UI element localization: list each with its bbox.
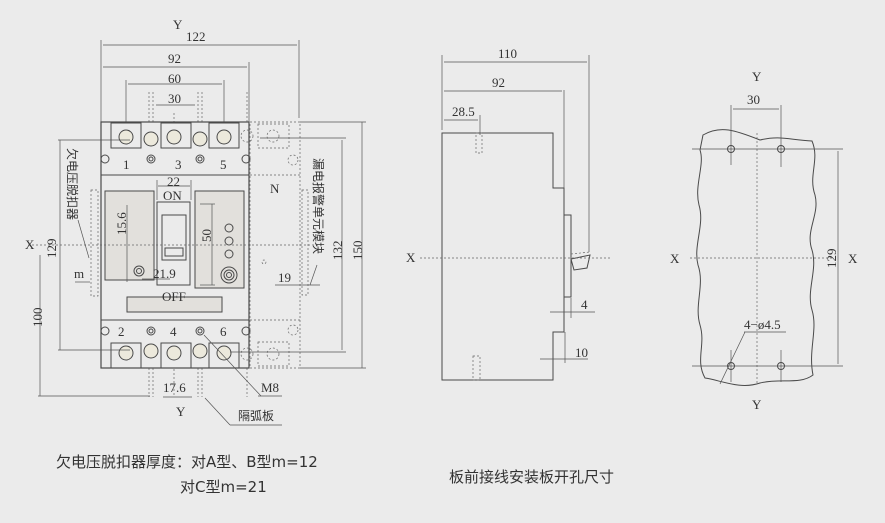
dim-19: 19	[278, 270, 291, 285]
dim-92-side: 92	[492, 75, 505, 90]
dim-60: 60	[168, 71, 181, 86]
terminal-label-5: 5	[220, 157, 227, 172]
axis-y-top-panel: Y	[752, 69, 762, 84]
terminal-label-4: 4	[170, 324, 177, 339]
label-n: N	[270, 181, 280, 196]
axis-y-top-front: Y	[173, 17, 183, 32]
terminal-label-6: 6	[220, 324, 227, 339]
label-m8: M8	[261, 380, 279, 395]
dim-110: 110	[498, 46, 517, 61]
label-leakage-alarm-module: 漏电报警单元模块	[311, 158, 326, 254]
bottom-terminals	[100, 326, 251, 369]
axis-y-bottom-panel: Y	[752, 397, 762, 412]
dim-92-front: 92	[168, 51, 181, 66]
dim-30-panel: 30	[747, 92, 760, 107]
dim-122: 122	[186, 29, 206, 44]
dim-28-5: 28.5	[452, 104, 475, 119]
label-arc-barrier: 隔弧板	[238, 409, 274, 423]
terminal-label-3: 3	[175, 157, 182, 172]
dim-30-front: 30	[168, 91, 181, 106]
panel-cutout-view: Y 30 X X 129 4−ø4.5 Y	[670, 69, 858, 412]
label-hole-spec: 4−ø4.5	[744, 317, 781, 332]
front-view: 1 3 5 22 ON OFF 15.6 50 21.9	[25, 17, 366, 426]
dim-129-front: 129	[44, 239, 59, 259]
axis-x-right-panel: X	[848, 251, 858, 266]
caption-panel-cutout: 板前接线安装板开孔尺寸	[449, 468, 614, 486]
mounting-hole	[777, 362, 785, 370]
label-off: OFF	[162, 289, 186, 304]
dim-4: 4	[581, 297, 588, 312]
dim-129-panel: 129	[824, 249, 839, 269]
dim-50: 50	[199, 229, 214, 242]
caption-thickness-line2: 对C型m=21	[180, 478, 267, 496]
axis-x-side: X	[406, 250, 416, 265]
label-on: ON	[163, 188, 182, 203]
axis-x-front: X	[25, 237, 35, 252]
label-undervoltage-release: 欠电压脱扣器	[65, 148, 80, 220]
dim-100: 100	[30, 308, 45, 328]
terminal-label-1: 1	[123, 157, 130, 172]
dim-132: 132	[330, 241, 345, 261]
axis-x-left-panel: X	[670, 251, 680, 266]
dim-15-6: 15.6	[114, 212, 129, 235]
label-m: m	[74, 266, 84, 281]
dim-17-6: 17.6	[163, 380, 186, 395]
side-view: X 110 92 28.5 4 10	[406, 46, 612, 381]
caption-thickness-line1: 欠电压脱扣器厚度：对A型、B型m=12	[56, 453, 318, 471]
dim-150: 150	[350, 241, 365, 261]
dim-21-9: 21.9	[153, 266, 176, 281]
axis-y-bottom-front: Y	[176, 404, 186, 419]
mounting-hole	[727, 362, 735, 370]
terminal-label-2: 2	[118, 324, 125, 339]
mounting-hole	[727, 145, 735, 153]
dim-22: 22	[167, 174, 180, 189]
dim-10: 10	[575, 345, 588, 360]
mounting-hole	[777, 145, 785, 153]
top-terminals	[100, 122, 251, 164]
